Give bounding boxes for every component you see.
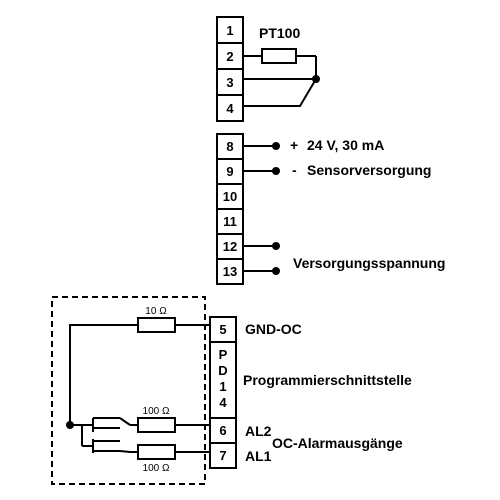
terminal-12-dot — [272, 242, 280, 250]
sensor-supply-label: Sensorversorgung — [307, 162, 431, 178]
pt100-wiring — [243, 55, 317, 107]
resistor-gnd-label: 10 Ω — [145, 306, 167, 317]
terminal-3: 3 — [226, 75, 233, 90]
plus-sign: + — [290, 137, 298, 153]
terminal-4: 4 — [226, 101, 234, 116]
terminal-8: 8 — [226, 139, 233, 154]
terminal-block-bottom — [209, 316, 237, 469]
terminal-block-mid — [216, 133, 244, 285]
pd14-digit-1: 1 — [219, 379, 226, 394]
pt100-resistor — [261, 48, 297, 64]
oc-alarm-outputs-label: OC-Alarmausgänge — [272, 435, 403, 451]
programming-interface-label: Programmierschnittstelle — [243, 372, 412, 388]
resistor-al2 — [137, 417, 176, 433]
terminal-2: 2 — [226, 49, 233, 64]
resistor-al1 — [137, 444, 176, 460]
external-circuit-wiring — [69, 324, 210, 453]
terminal-13: 13 — [223, 264, 237, 279]
terminal-5: 5 — [219, 322, 226, 337]
terminal-8-dot — [272, 142, 280, 150]
pd14-letter-p: P — [219, 347, 228, 362]
terminal-12: 12 — [223, 239, 237, 254]
terminal-13-dot — [272, 267, 280, 275]
resistor-al1-label: 100 Ω — [143, 463, 170, 474]
terminal-block-top — [216, 16, 244, 122]
terminal-1: 1 — [226, 23, 233, 38]
al2-label: AL2 — [245, 423, 272, 439]
pt100-label: PT100 — [259, 25, 300, 41]
terminal-6: 6 — [219, 423, 226, 438]
supply-leads — [243, 145, 276, 272]
pt100-junction-dot — [312, 75, 320, 83]
supply-voltage-label: Versorgungsspannung — [293, 255, 445, 271]
terminal-7: 7 — [219, 448, 226, 463]
ground-junction-dot — [66, 421, 74, 429]
resistor-gnd — [137, 317, 176, 333]
minus-sign: - — [292, 162, 297, 178]
pd14-letter-d: D — [218, 363, 227, 378]
pd14-digit-4: 4 — [219, 395, 227, 410]
gnd-oc-label: GND-OC — [245, 321, 302, 337]
terminal-9-dot — [272, 167, 280, 175]
terminal-10: 10 — [223, 189, 237, 204]
supply-rating-label: 24 V, 30 mA — [307, 137, 384, 153]
resistor-al2-label: 100 Ω — [143, 406, 170, 417]
al1-label: AL1 — [245, 448, 272, 464]
terminal-11: 11 — [223, 214, 237, 229]
terminal-9: 9 — [226, 164, 233, 179]
